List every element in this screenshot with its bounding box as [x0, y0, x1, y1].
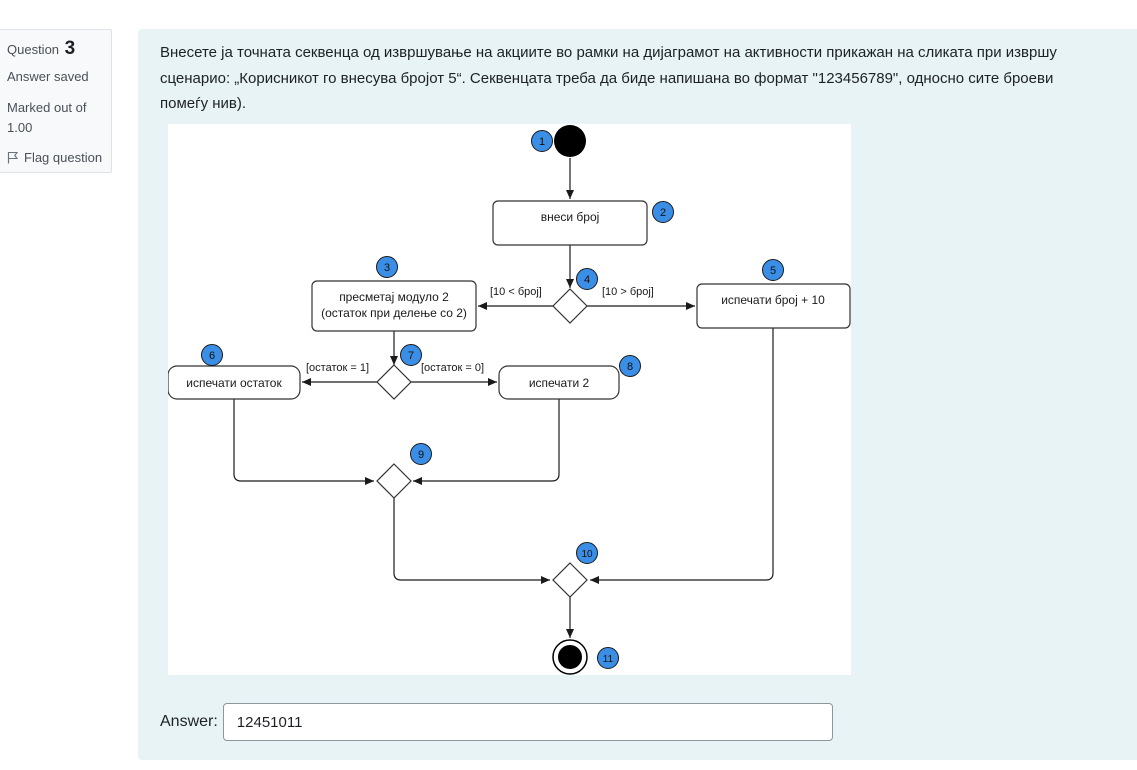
guard-remainder-0: [остаток = 0]: [421, 362, 484, 374]
svg-text:5: 5: [770, 265, 776, 277]
question-text-line-2: сценарио: „Корисникот го внесува бројот …: [160, 69, 1054, 87]
svg-text:10: 10: [581, 549, 593, 560]
flag-question-link[interactable]: Flag question: [7, 150, 111, 165]
svg-text:4: 4: [584, 274, 590, 286]
action-enter-number: [492, 200, 648, 246]
svg-text:6: 6: [209, 350, 215, 362]
question-number-value: 3: [64, 38, 76, 59]
question-number: Question 3: [7, 38, 111, 60]
label-compute-mod-line1: пресметај модуло 2: [339, 290, 449, 304]
badge-6: 6: [201, 344, 223, 366]
label-enter-number: внеси број: [541, 210, 600, 224]
question-grade: Marked out of 1.00: [7, 98, 111, 138]
edge-merge-to-final-merge: [393, 498, 550, 584]
badge-4: 4: [576, 268, 598, 290]
badge-9: 9: [410, 443, 432, 465]
label-print-2: испечати 2: [529, 376, 590, 390]
svg-text:7: 7: [408, 350, 414, 362]
badge-10: 10: [576, 542, 598, 564]
question-text: Внесете ја точната секвенца од извршувањ…: [160, 40, 1137, 117]
svg-text:2: 2: [660, 207, 666, 219]
activity-diagram: внеси број пресметај модуло 2 (остаток п…: [167, 124, 851, 675]
grade-label: Marked out of: [7, 100, 87, 115]
label-print-number-plus-10: испечати број + 10: [721, 293, 825, 307]
answer-label: Answer:: [160, 713, 218, 730]
question-content: Внесете ја точната секвенца од извршувањ…: [138, 29, 1137, 760]
badge-1: 1: [531, 130, 553, 152]
edge-print-remainder-to-merge: [233, 399, 374, 485]
svg-text:1: 1: [539, 136, 545, 148]
label-compute-mod-line2: (остаток при делење со 2): [321, 306, 467, 320]
initial-node: [554, 125, 586, 157]
svg-text:11: 11: [603, 654, 614, 665]
merge-remainder: [376, 463, 412, 499]
action-print-number-plus-10: [696, 283, 851, 329]
question-label: Question: [7, 42, 60, 57]
badge-5: 5: [762, 259, 784, 281]
badge-3: 3: [376, 256, 398, 278]
edges: [233, 158, 774, 638]
svg-text:8: 8: [627, 361, 633, 373]
guard-remainder-1: [остаток = 1]: [306, 362, 369, 374]
question-text-line-3: помеѓу нив).: [160, 95, 247, 112]
edge-print-2-to-merge: [413, 399, 560, 485]
decision-number: [552, 288, 588, 324]
label-print-remainder: испечати остаток: [186, 376, 282, 390]
answer-input[interactable]: [222, 703, 833, 741]
edge-print-plus10-to-final-merge: [590, 328, 774, 584]
merge-final: [552, 562, 588, 598]
badge-11: 11: [597, 647, 619, 669]
guard-right-branch: [10 > број]: [602, 286, 654, 298]
activity-diagram-svg: внеси број пресметај модуло 2 (остаток п…: [167, 125, 851, 675]
question-text-line-1: Внесете ја точната секвенца од извршувањ…: [160, 44, 1057, 61]
action-print-2: [498, 365, 620, 400]
flag-question-label: Flag question: [24, 150, 103, 165]
badge-7: 7: [400, 344, 422, 366]
final-node-inner: [558, 645, 582, 669]
svg-text:3: 3: [384, 262, 390, 274]
svg-text:9: 9: [418, 449, 424, 461]
action-print-remainder: [167, 365, 301, 400]
decision-remainder: [376, 364, 412, 400]
answer-row: Answer:: [160, 703, 833, 741]
action-compute-modulo: [311, 280, 477, 332]
flag-icon: [7, 151, 19, 164]
badge-2: 2: [652, 201, 674, 223]
guard-left-branch: [10 < број]: [490, 286, 542, 298]
question-state: Answer saved: [7, 69, 89, 84]
grade-value: 1.00: [7, 120, 33, 135]
badge-8: 8: [619, 355, 641, 377]
question-info-panel: Question 3 Answer saved Marked out of 1.…: [0, 29, 112, 173]
